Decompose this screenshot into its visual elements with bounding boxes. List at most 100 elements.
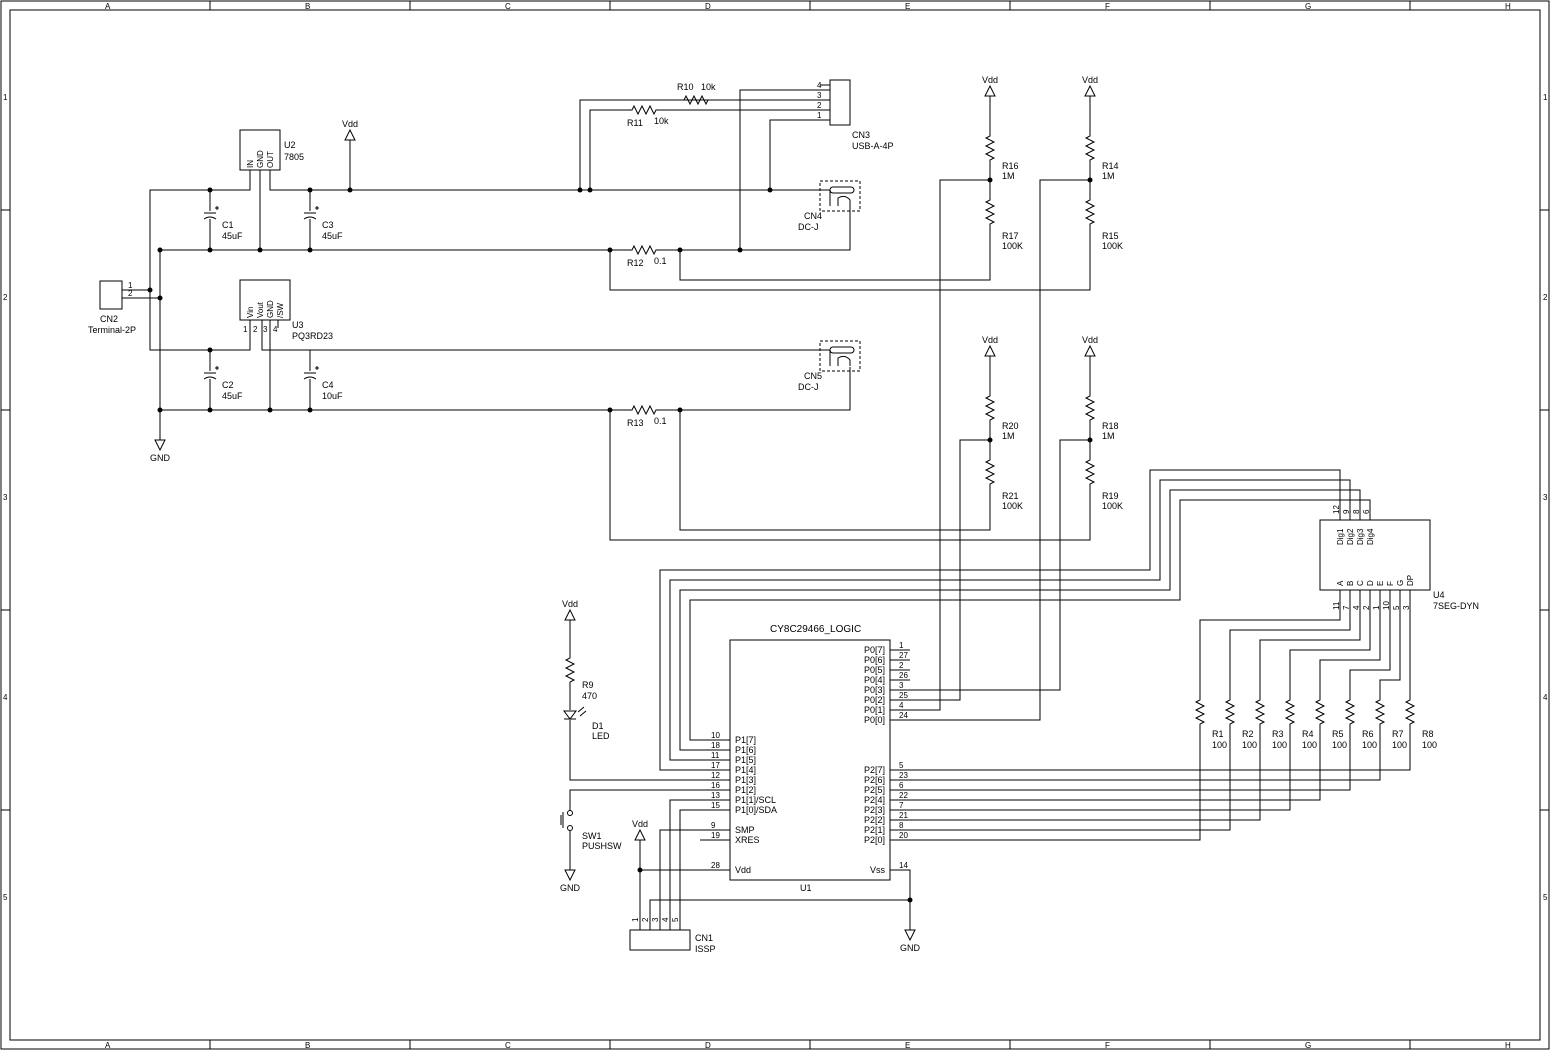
resistor-r21[interactable]: R21 100K xyxy=(985,455,1023,511)
junction-dot xyxy=(577,187,583,193)
r14-value: 1M xyxy=(1102,171,1115,181)
u4-digit-pin-label: Dig3 xyxy=(1356,528,1365,545)
r14-ref: R14 xyxy=(1102,161,1119,171)
junction-dot xyxy=(1087,177,1093,183)
u1-pin-label: P0[1] xyxy=(864,705,885,715)
junction-dot xyxy=(267,407,273,413)
u1-pin-number: 20 xyxy=(899,831,908,840)
resistor-r10[interactable]: R10 10k xyxy=(677,82,716,105)
u1-pin-number: 11 xyxy=(711,751,720,760)
segment-resistor-ref: R7 xyxy=(1392,729,1404,739)
resistor-r13[interactable]: R13 0.1 xyxy=(627,405,667,428)
u1-pin-number: 13 xyxy=(711,791,720,800)
cn1-pin-1: 1 xyxy=(631,917,640,922)
resistor-r18[interactable]: R18 1M xyxy=(1085,391,1119,441)
segment-resistor-value: 100 xyxy=(1212,740,1227,750)
segment-resistor-ref: R4 xyxy=(1302,729,1314,739)
issp-header-cn1[interactable]: 1 2 3 4 5 CN1 ISSP xyxy=(629,917,716,954)
segment-resistor-ref: R1 xyxy=(1212,729,1224,739)
resistor-r19[interactable]: R19 100K xyxy=(1085,455,1123,511)
frame-row-label: 2 xyxy=(1543,293,1548,302)
frame-column-label: F xyxy=(1105,2,1110,11)
segment-resistor-ref: R2 xyxy=(1242,729,1254,739)
u1-pin-label: P2[6] xyxy=(864,775,885,785)
u1-pin-number: 12 xyxy=(711,771,720,780)
capacitor-c3[interactable]: C3 45uF xyxy=(303,205,343,241)
junction-dot xyxy=(907,897,913,903)
u1-pin-label: P2[7] xyxy=(864,765,885,775)
u4-segment-pin-label: G xyxy=(1396,580,1405,586)
c3-ref: C3 xyxy=(322,220,334,230)
dc-jack-cn5[interactable]: CN5 DC-J xyxy=(798,340,861,392)
junction-dot xyxy=(307,247,313,253)
cn4-value: DC-J xyxy=(798,222,819,232)
gnd-label: GND xyxy=(560,883,581,893)
resistor-r17[interactable]: R17 100K xyxy=(985,195,1023,251)
resistor-r14[interactable]: R14 1M xyxy=(1085,131,1119,181)
c2-value: 45uF xyxy=(222,391,243,401)
frame-row-label: 5 xyxy=(1543,893,1548,902)
segment-resistor-value: 100 xyxy=(1392,740,1407,750)
u3-value: PQ3RD23 xyxy=(292,331,333,341)
cn1-pin-4: 4 xyxy=(661,917,670,922)
c4-value: 10uF xyxy=(322,391,343,401)
frame-column-label: B xyxy=(305,2,310,11)
capacitor-c1[interactable]: C1 45uF xyxy=(203,205,243,241)
r20-value: 1M xyxy=(1002,431,1015,441)
resistor-r16[interactable]: R16 1M xyxy=(985,131,1019,181)
u1-pin-label: XRES xyxy=(735,835,760,845)
capacitor-c2[interactable]: C2 45uF xyxy=(203,365,243,401)
capacitor-c4[interactable]: C4 10uF xyxy=(303,365,343,401)
r9-ref: R9 xyxy=(582,680,594,690)
frame-row-label: 2 xyxy=(3,293,8,302)
cn1-pin-2: 2 xyxy=(641,917,650,922)
r10-value: 10k xyxy=(701,82,716,92)
cn1-pin-3: 3 xyxy=(651,917,660,922)
led-d1[interactable]: D1 LED xyxy=(563,706,610,741)
junction-dot xyxy=(207,187,213,193)
u1-pin-number: 25 xyxy=(899,691,908,700)
terminal-cn2[interactable]: 1 2 CN2 Terminal-2P xyxy=(88,280,136,335)
u1-pin-number: 3 xyxy=(899,681,904,690)
u3-pin-1: 1 xyxy=(243,325,248,334)
u4-digit-pin-number: 8 xyxy=(1352,509,1361,514)
pushbutton-sw1[interactable]: SW1 PUSHSW xyxy=(560,810,622,852)
cn5-ref: CN5 xyxy=(804,371,822,381)
frame-column-label: E xyxy=(905,2,910,11)
resistor-r11[interactable]: R11 10k xyxy=(627,105,669,128)
microcontroller-u1[interactable]: CY8C29466_LOGIC U1 1P0[7]27P0[6]2P0[5]26… xyxy=(700,624,910,893)
resistor-r15[interactable]: R15 100K xyxy=(1085,195,1123,251)
junction-dot xyxy=(207,347,213,353)
cn1-pin-5: 5 xyxy=(671,917,680,922)
u4-digit-pin-number: 12 xyxy=(1332,505,1341,514)
frame-column-label: D xyxy=(705,2,711,11)
regulator-u2[interactable]: IN GND OUT U2 7805 xyxy=(239,129,304,171)
u4-value: 7SEG-DYN xyxy=(1433,601,1479,611)
u1-pin-label: P0[3] xyxy=(864,685,885,695)
usb-connector-cn3[interactable]: 4 3 2 1 CN3 USB-A-4P xyxy=(817,79,894,151)
r21-ref: R21 xyxy=(1002,491,1019,501)
u1-pin-label: P2[1] xyxy=(864,825,885,835)
resistor-r12[interactable]: R12 0.1 xyxy=(627,245,667,268)
resistor-r20[interactable]: R20 1M xyxy=(985,391,1019,441)
r11-ref: R11 xyxy=(627,118,643,128)
junction-dot xyxy=(987,437,993,443)
resistor-r9[interactable]: R9 470 xyxy=(565,653,597,701)
regulator-u3[interactable]: Vin Vout GND /SW 1 2 3 4 U3 PQ3RD23 xyxy=(239,279,333,341)
u4-segment-pin-label: D xyxy=(1366,580,1375,586)
dc-jack-cn4[interactable]: CN4 DC-J xyxy=(798,180,861,232)
u4-digit-pin-number: 6 xyxy=(1362,509,1371,514)
u1-pin-label: P2[2] xyxy=(864,815,885,825)
u4-segment-pin-number: 2 xyxy=(1362,605,1371,610)
r12-value: 0.1 xyxy=(654,256,667,266)
u1-pin-number: 17 xyxy=(711,761,720,770)
